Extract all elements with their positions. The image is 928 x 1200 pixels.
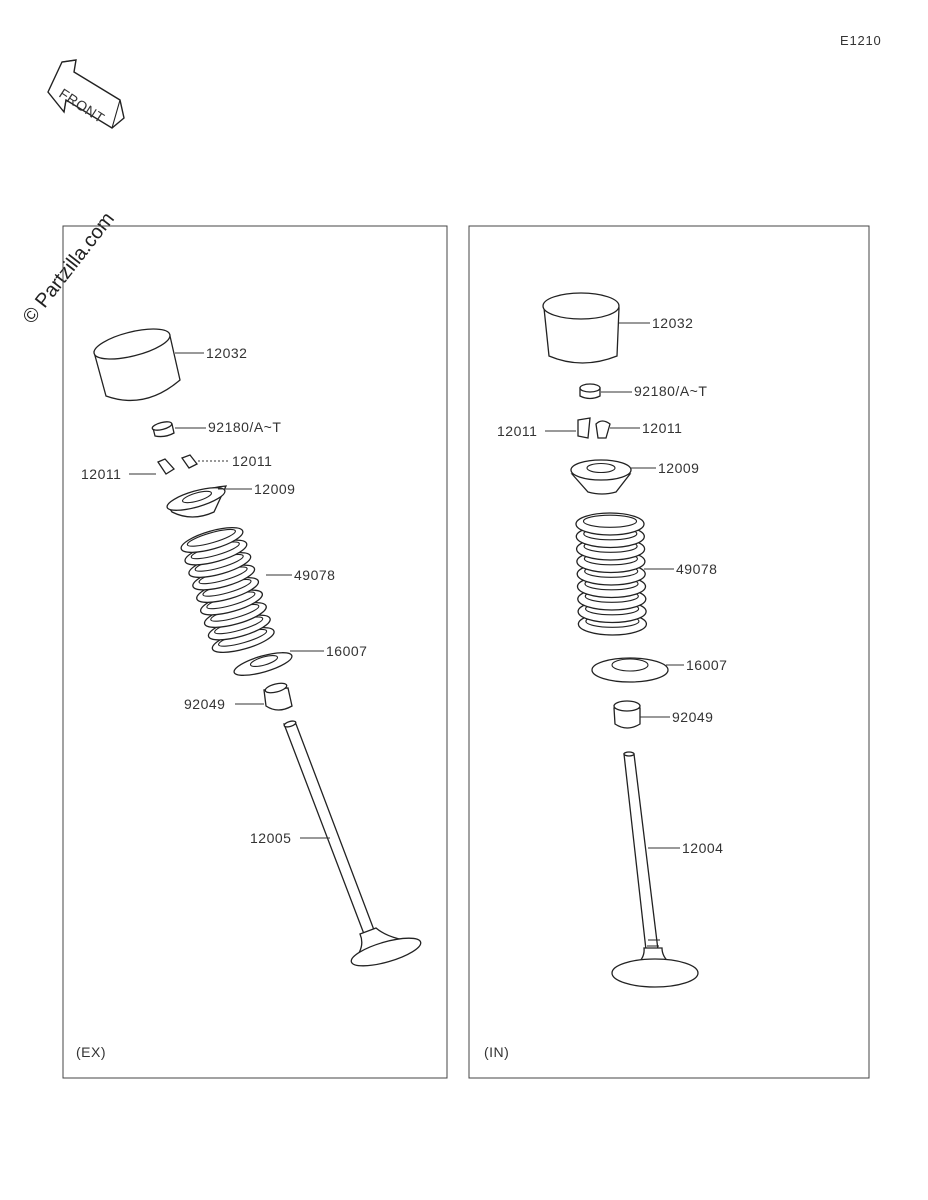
ex-spring — [180, 526, 275, 654]
ex-tappet: 12032 — [93, 328, 247, 402]
in-valve-label: 12004 — [682, 840, 723, 856]
ex-valve-label: 12005 — [250, 830, 291, 846]
in-retainer-label: 12009 — [658, 460, 699, 476]
in-cotter-right-label: 12011 — [642, 420, 682, 436]
ex-retainer-label: 12009 — [254, 481, 295, 497]
in-panel-caption: (IN) — [484, 1044, 509, 1060]
in-cotters: 12011 12011 — [497, 417, 682, 439]
in-spring — [575, 512, 648, 636]
in-cotter-left-label: 12011 — [497, 423, 537, 439]
ex-tappet-label: 12032 — [206, 345, 247, 361]
in-spring-seat: 16007 — [591, 657, 727, 683]
ex-spring-seat-label: 16007 — [326, 643, 367, 659]
front-arrow-icon: FRONT — [47, 59, 125, 129]
in-stem-seal-label: 92049 — [672, 709, 713, 725]
in-spring-label: 49078 — [676, 561, 717, 577]
ex-cotters: 12011 12011 — [81, 453, 272, 482]
ex-retainer: 12009 — [166, 481, 295, 518]
in-tappet: 12032 — [542, 292, 693, 364]
ex-stem-seal: 92049 — [184, 682, 293, 712]
in-valve: 12004 — [611, 751, 723, 988]
spring-coil-inner — [582, 514, 638, 528]
ex-valve: 12005 — [250, 720, 422, 967]
ex-panel-caption: (EX) — [76, 1044, 106, 1060]
in-tappet-label: 12032 — [652, 315, 693, 331]
ex-panel: (EX) 12032 92180/A~T 12011 12011 — [62, 225, 448, 1079]
in-shim-label: 92180/A~T — [634, 383, 707, 399]
diagram-code: E1210 — [840, 33, 882, 48]
in-retainer: 12009 — [570, 459, 699, 495]
ex-cotter-left-label: 12011 — [81, 466, 121, 482]
in-shim: 92180/A~T — [579, 383, 707, 400]
ex-shim: 92180/A~T — [151, 419, 281, 438]
in-stem-seal: 92049 — [613, 700, 713, 729]
ex-spring-label: 49078 — [294, 567, 335, 583]
spring-coil — [575, 512, 645, 536]
in-spring-seat-label: 16007 — [686, 657, 727, 673]
ex-panel-frame — [62, 225, 448, 1079]
ex-cotter-right-label: 12011 — [232, 453, 272, 469]
ex-stem-seal-label: 92049 — [184, 696, 225, 712]
ex-spring-seat: 16007 — [233, 643, 367, 676]
in-panel-frame — [468, 225, 870, 1079]
in-panel: (IN) 12032 92180/A~T 12011 12011 — [468, 225, 870, 1079]
spring-coil-inner — [186, 528, 236, 547]
ex-shim-label: 92180/A~T — [208, 419, 281, 435]
